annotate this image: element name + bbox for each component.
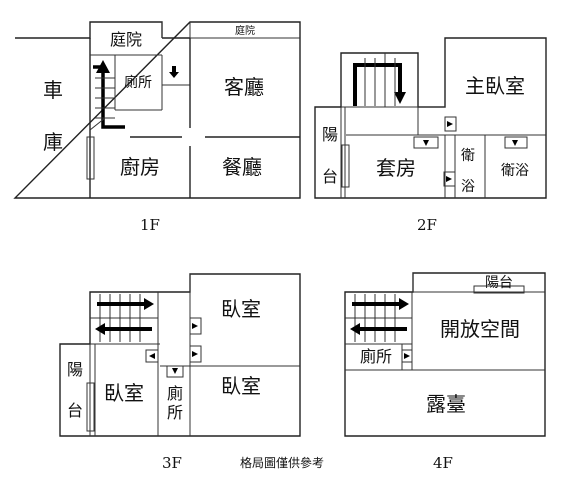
bath-2f-second-label: 衛浴 xyxy=(501,163,529,179)
bath-2f-label-1: 衛 xyxy=(461,148,475,164)
floor-3-plan: 臥室 臥室 臥室 陽 台 廁 所 3F xyxy=(59,273,301,472)
bedroom-3f-left-label: 臥室 xyxy=(104,381,144,405)
master-bedroom-label: 主臥室 xyxy=(465,74,525,98)
courtyard-right-label: 庭院 xyxy=(235,24,255,37)
bedroom-3f-right-label: 臥室 xyxy=(221,374,261,398)
balcony-3f-label-1: 陽 xyxy=(67,360,83,379)
courtyard-label: 庭院 xyxy=(110,30,142,49)
garage-label-2: 庫 xyxy=(43,130,63,154)
terrace-label: 露臺 xyxy=(426,392,466,416)
balcony-3f-label-2: 台 xyxy=(67,401,83,420)
balcony-2f-label-1: 陽 xyxy=(322,125,338,144)
toilet-4f-label: 廁所 xyxy=(360,347,392,366)
floor-2-plan: 陽 台 主臥室 套房 衛 浴 衛浴 2F xyxy=(314,37,547,234)
open-space-label: 開放空間 xyxy=(440,317,520,341)
kitchen-label: 廚房 xyxy=(120,155,160,179)
toilet-label: 廁所 xyxy=(124,74,152,91)
floor-2-title: 2F xyxy=(417,216,437,234)
floor-1-plan: 車 庫 庭院 庭院 廁所 客廳 廚房 餐廳 1F xyxy=(13,21,301,234)
floor-4-plan: 陽台 開放空間 廁所 露臺 4F xyxy=(344,272,546,472)
floor-4-title: 4F xyxy=(433,454,453,472)
floor-1-title: 1F xyxy=(140,216,160,234)
dining-room-label: 餐廳 xyxy=(222,155,262,179)
living-room-label: 客廳 xyxy=(224,75,264,99)
toilet-3f-label-1: 廁 xyxy=(167,384,183,403)
bath-2f-label-2: 浴 xyxy=(461,179,475,195)
bedroom-3f-top-label: 臥室 xyxy=(221,297,261,321)
balcony-2f-label-2: 台 xyxy=(322,167,338,186)
suite-label: 套房 xyxy=(376,156,416,180)
footer-note: 格局圖僅供參考 xyxy=(240,455,324,470)
balcony-4f-label: 陽台 xyxy=(485,275,513,291)
floor-3-title: 3F xyxy=(162,454,182,472)
toilet-3f-label-2: 所 xyxy=(167,403,183,422)
garage-label-1: 車 xyxy=(43,78,63,102)
